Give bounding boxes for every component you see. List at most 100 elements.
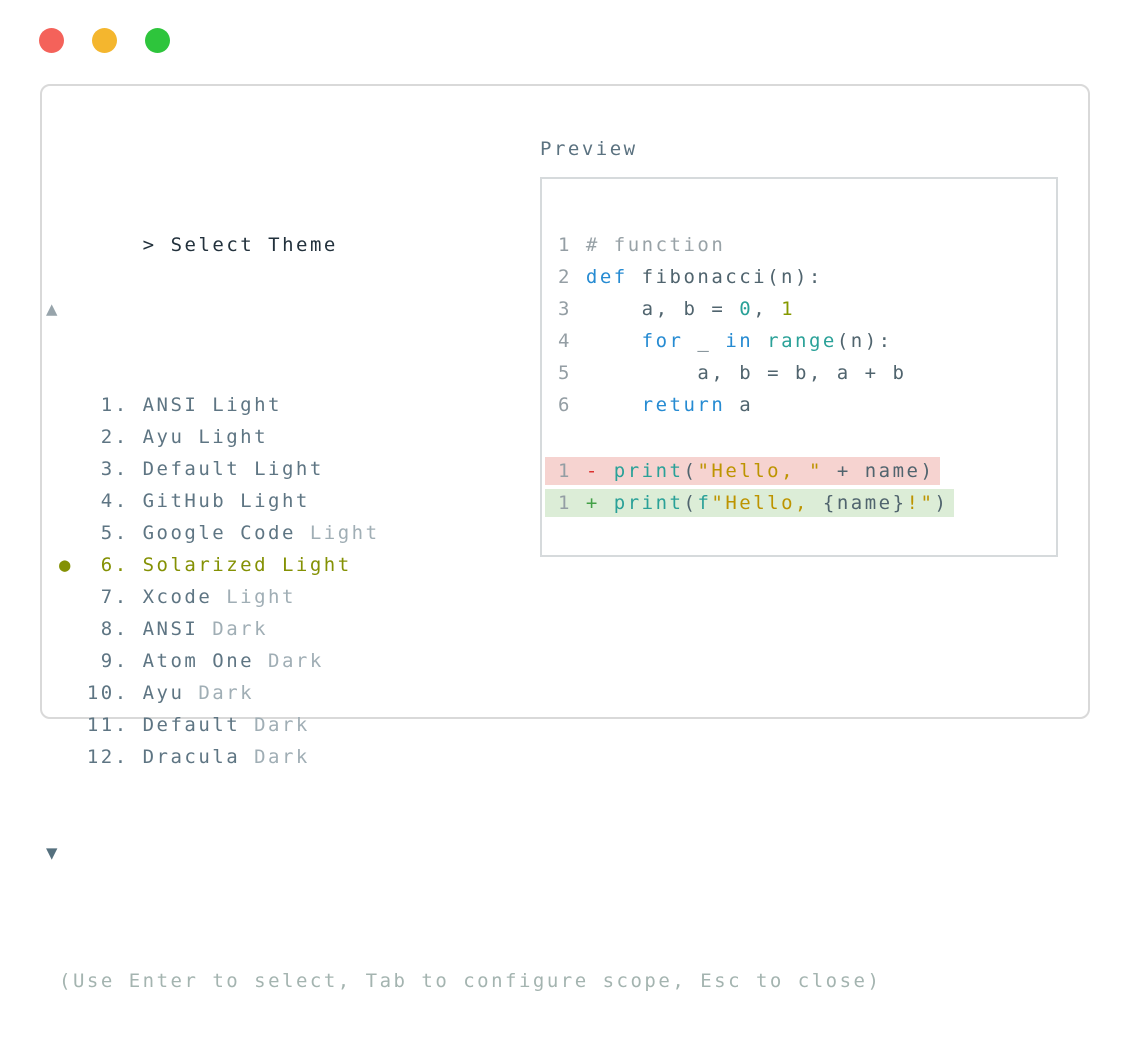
code-line-content: 5 a, b = b, a + b bbox=[558, 362, 907, 384]
help-text: (Use Enter to select, Tab to configure s… bbox=[59, 970, 882, 992]
code-token: {name} bbox=[822, 492, 907, 514]
diff-removed-line: 1 - print("Hello, " + name) bbox=[545, 453, 1056, 485]
item-number: 2. bbox=[45, 426, 143, 448]
line-number: 2 bbox=[558, 266, 586, 288]
line-number: 4 bbox=[558, 330, 586, 352]
item-number: 1. bbox=[45, 394, 143, 416]
code-line-content: 3 a, b = 0, 1 bbox=[558, 298, 795, 320]
theme-variant: Dark bbox=[254, 746, 310, 768]
theme-name: GitHub bbox=[142, 490, 241, 512]
code-line-content: 1 - print("Hello, " + name) bbox=[545, 457, 941, 485]
scroll-down-icon[interactable]: ▼ bbox=[46, 842, 60, 864]
code-line-content: 1 + print(f"Hello, {name}!") bbox=[545, 489, 955, 517]
code-token bbox=[586, 394, 642, 416]
code-token: print bbox=[613, 460, 684, 482]
code-token: - bbox=[585, 460, 614, 482]
theme-list-item[interactable]: 5. Google Code Light bbox=[45, 517, 881, 549]
code-line bbox=[558, 421, 1056, 453]
item-number: 11. bbox=[45, 714, 143, 736]
code-token: print bbox=[613, 492, 684, 514]
theme-variant: Dark bbox=[198, 682, 255, 704]
line-number: 1 bbox=[558, 460, 586, 482]
line-number: 1 bbox=[558, 492, 586, 514]
theme-name: Dracula bbox=[142, 746, 255, 768]
theme-list-item[interactable]: 3. Default Light bbox=[45, 453, 881, 485]
theme-list-item[interactable]: 8. ANSI Dark bbox=[45, 613, 881, 645]
code-token: ( bbox=[683, 492, 698, 514]
close-window-button[interactable] bbox=[39, 28, 64, 53]
diff-added-line: 1 + print(f"Hello, {name}!") bbox=[545, 485, 1056, 517]
code-token: f bbox=[697, 492, 712, 514]
theme-list: 1. ANSI Light 2. Ayu Light 3. Default Li… bbox=[45, 389, 881, 773]
scroll-up-icon[interactable]: ▲ bbox=[46, 298, 60, 320]
code-token: !" bbox=[906, 492, 935, 514]
theme-variant: Dark bbox=[268, 650, 324, 672]
code-line: 3 a, b = 0, 1 bbox=[558, 293, 1056, 325]
code-token: + name) bbox=[822, 460, 935, 482]
line-number: 6 bbox=[558, 394, 586, 416]
code-line: 1 # function bbox=[558, 229, 1056, 261]
code-token: _ bbox=[683, 330, 726, 352]
theme-name: Solarized bbox=[142, 554, 282, 576]
preview-section: Preview 1 # function 2 def fibonacci(n): 3… bbox=[540, 133, 1058, 557]
theme-variant: Light bbox=[254, 458, 324, 480]
theme-name: Google Code bbox=[142, 522, 310, 544]
code-token: (n): bbox=[836, 330, 893, 352]
theme-name: Xcode bbox=[142, 586, 227, 608]
code-token: return bbox=[641, 394, 726, 416]
code-line-content: 6 return a bbox=[558, 394, 753, 416]
theme-picker-panel: > Select Theme ▲ 1. ANSI Light 2. Ayu Lig… bbox=[40, 84, 1090, 992]
picker-prompt: > Select Theme bbox=[45, 197, 881, 256]
zoom-window-button[interactable] bbox=[145, 28, 170, 53]
code-token: # function bbox=[585, 234, 726, 256]
code-line: 6 return a bbox=[558, 389, 1056, 421]
code-token: a, b = bbox=[585, 298, 740, 320]
prompt-marker-icon: > bbox=[142, 234, 157, 256]
theme-name: Ayu bbox=[142, 682, 199, 704]
theme-list-item[interactable]: 9. Atom One Dark bbox=[45, 645, 881, 677]
item-number: 3. bbox=[45, 458, 143, 480]
code-line: 5 a, b = b, a + b bbox=[558, 357, 1056, 389]
code-line-content: 1 # function bbox=[558, 234, 725, 256]
theme-list-item[interactable]: 11. Default Dark bbox=[45, 709, 881, 741]
line-number: 1 bbox=[558, 234, 586, 256]
theme-name: Default bbox=[142, 714, 255, 736]
preview-header: Preview bbox=[540, 138, 638, 160]
code-token: ( bbox=[683, 460, 698, 482]
item-number: 12. bbox=[45, 746, 143, 768]
code-token: a bbox=[725, 394, 754, 416]
code-token: a, b = b, a + b bbox=[585, 362, 907, 384]
code-lines: 1 # function 2 def fibonacci(n): 3 a, b = … bbox=[545, 229, 1056, 517]
picker-title: Select Theme bbox=[170, 234, 338, 256]
code-token: def bbox=[585, 266, 642, 288]
item-number: 8. bbox=[45, 618, 143, 640]
code-token: 0 bbox=[739, 298, 754, 320]
code-line: 2 def fibonacci(n): bbox=[558, 261, 1056, 293]
theme-list-item[interactable]: ● 6. Solarized Light bbox=[45, 549, 881, 581]
theme-variant: Light bbox=[240, 490, 310, 512]
theme-list-item[interactable]: 2. Ayu Light bbox=[45, 421, 881, 453]
minimize-window-button[interactable] bbox=[92, 28, 117, 53]
selected-indicator: ● 6. bbox=[45, 554, 143, 576]
line-number: 3 bbox=[558, 298, 586, 320]
theme-variant: Light bbox=[309, 522, 380, 544]
item-number: 9. bbox=[45, 650, 143, 672]
code-token: + bbox=[585, 492, 614, 514]
theme-list-item[interactable]: 12. Dracula Dark bbox=[45, 741, 881, 773]
theme-name: ANSI bbox=[142, 394, 213, 416]
code-token: , bbox=[753, 298, 782, 320]
code-line-content: 4 for _ in range(n): bbox=[558, 330, 893, 352]
code-token bbox=[753, 330, 767, 352]
theme-list-item[interactable]: 10. Ayu Dark bbox=[45, 677, 881, 709]
theme-name: ANSI bbox=[142, 618, 213, 640]
code-token: ) bbox=[934, 492, 949, 514]
theme-list-item[interactable]: 1. ANSI Light bbox=[45, 389, 881, 421]
theme-variant: Dark bbox=[254, 714, 310, 736]
theme-variant: Light bbox=[226, 586, 296, 608]
code-token: 1 bbox=[781, 298, 796, 320]
theme-list-item[interactable]: 4. GitHub Light bbox=[45, 485, 881, 517]
theme-list-item[interactable]: 7. Xcode Light bbox=[45, 581, 881, 613]
item-number: 10. bbox=[45, 682, 143, 704]
theme-name: Atom One bbox=[142, 650, 269, 672]
theme-variant: Dark bbox=[212, 618, 269, 640]
